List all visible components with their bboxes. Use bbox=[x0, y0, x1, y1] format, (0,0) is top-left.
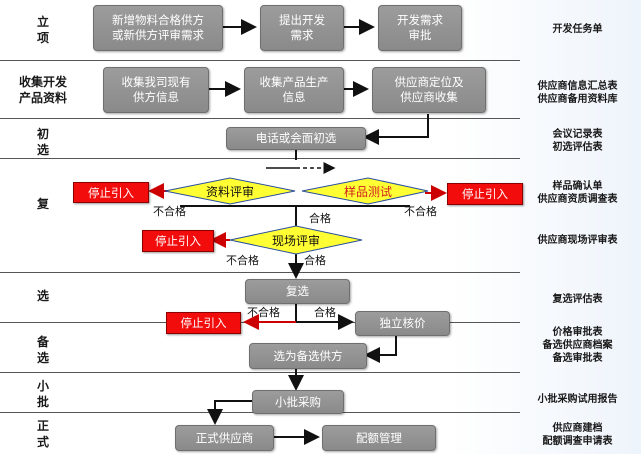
doc-label-supplier-info: 供应商信息汇总表 供应商备用资料库 bbox=[537, 81, 618, 105]
stop-box-doc-review: 停止引入 bbox=[73, 182, 149, 203]
doc-label-meeting-records: 会议记录表 初选评估表 bbox=[552, 129, 603, 153]
box-backup-supplier: 选为备选供方 bbox=[249, 343, 367, 369]
stop-box-sample-test: 停止引入 bbox=[447, 183, 523, 205]
box-reselect: 复选 bbox=[245, 279, 350, 304]
separator bbox=[0, 60, 520, 61]
stop-box-reselect: 停止引入 bbox=[166, 312, 241, 334]
condition-pass: 合格 bbox=[304, 254, 326, 267]
decision-diamond-sample-test bbox=[301, 177, 429, 205]
box-supplier-positioning: 供应商定位及 供应商收集 bbox=[372, 67, 486, 113]
condition-fail: 不合格 bbox=[153, 205, 186, 218]
decision-site-review-label: 现场评审 bbox=[271, 233, 320, 248]
stage-label-prescreen: 初 选 bbox=[36, 127, 49, 157]
doc-label-site-review: 供应商现场评审表 bbox=[537, 235, 618, 246]
box-collect-supplier-info: 收集我司现有 供方信息 bbox=[103, 67, 209, 113]
arrow bbox=[363, 114, 429, 145]
doc-label-supplier-record: 供应商建档 配额调查申请表 bbox=[542, 423, 613, 447]
decision-doc-review-label: 资料评审 bbox=[205, 184, 254, 199]
stage-label-collect: 收集开发 产品资料 bbox=[18, 75, 67, 105]
condition-fail: 不合格 bbox=[247, 306, 280, 319]
separator bbox=[0, 158, 520, 159]
stop-box-site-review: 停止引入 bbox=[142, 230, 214, 252]
stage-label-trial: 小 批 bbox=[36, 379, 49, 409]
doc-label-price-approval: 价格审批表 备选供应商档案 备选审批表 bbox=[542, 327, 613, 364]
box-prescreen: 电话或会面初选 bbox=[226, 127, 366, 150]
arrow bbox=[207, 400, 252, 425]
box-independent-pricing: 独立核价 bbox=[355, 311, 450, 336]
doc-label-reselect-eval: 复选评估表 bbox=[552, 294, 603, 305]
box-collect-product-info: 收集产品生产 信息 bbox=[244, 67, 344, 113]
stage-label-review: 复 bbox=[36, 197, 49, 211]
condition-fail: 不合格 bbox=[404, 205, 437, 218]
decision-sample-test-label: 样品测试 bbox=[343, 184, 392, 199]
decision-diamond-site-review bbox=[229, 225, 363, 255]
doc-label-task-sheet: 开发任务单 bbox=[552, 24, 603, 35]
box-quota-management: 配额管理 bbox=[322, 425, 436, 451]
condition-pass: 合格 bbox=[314, 306, 336, 319]
condition-fail: 不合格 bbox=[226, 254, 259, 267]
stage-label-formal: 正 式 bbox=[36, 419, 49, 449]
condition-pass: 合格 bbox=[309, 212, 331, 225]
separator bbox=[0, 118, 520, 119]
decision-diamond-doc-review bbox=[164, 177, 296, 205]
box-new-material-request: 新增物料合格供方 或新供方评审需求 bbox=[93, 5, 223, 51]
doc-label-trial-report: 小批采购试用报告 bbox=[537, 394, 618, 405]
box-approve-development: 开发需求 审批 bbox=[378, 5, 462, 51]
stage-label-backup: 备 选 bbox=[36, 335, 49, 365]
box-formal-supplier: 正式供应商 bbox=[175, 425, 274, 451]
box-propose-development: 提出开发 需求 bbox=[260, 5, 344, 51]
stage-label-initiation: 立 项 bbox=[36, 15, 49, 45]
arrow bbox=[364, 334, 397, 363]
separator bbox=[0, 372, 520, 373]
box-trial-purchase: 小批采购 bbox=[252, 390, 344, 414]
doc-label-sample-confirm: 样品确认单 供应商资质调查表 bbox=[537, 181, 618, 205]
separator bbox=[0, 272, 520, 273]
stage-label-reselect: 选 bbox=[36, 289, 49, 303]
